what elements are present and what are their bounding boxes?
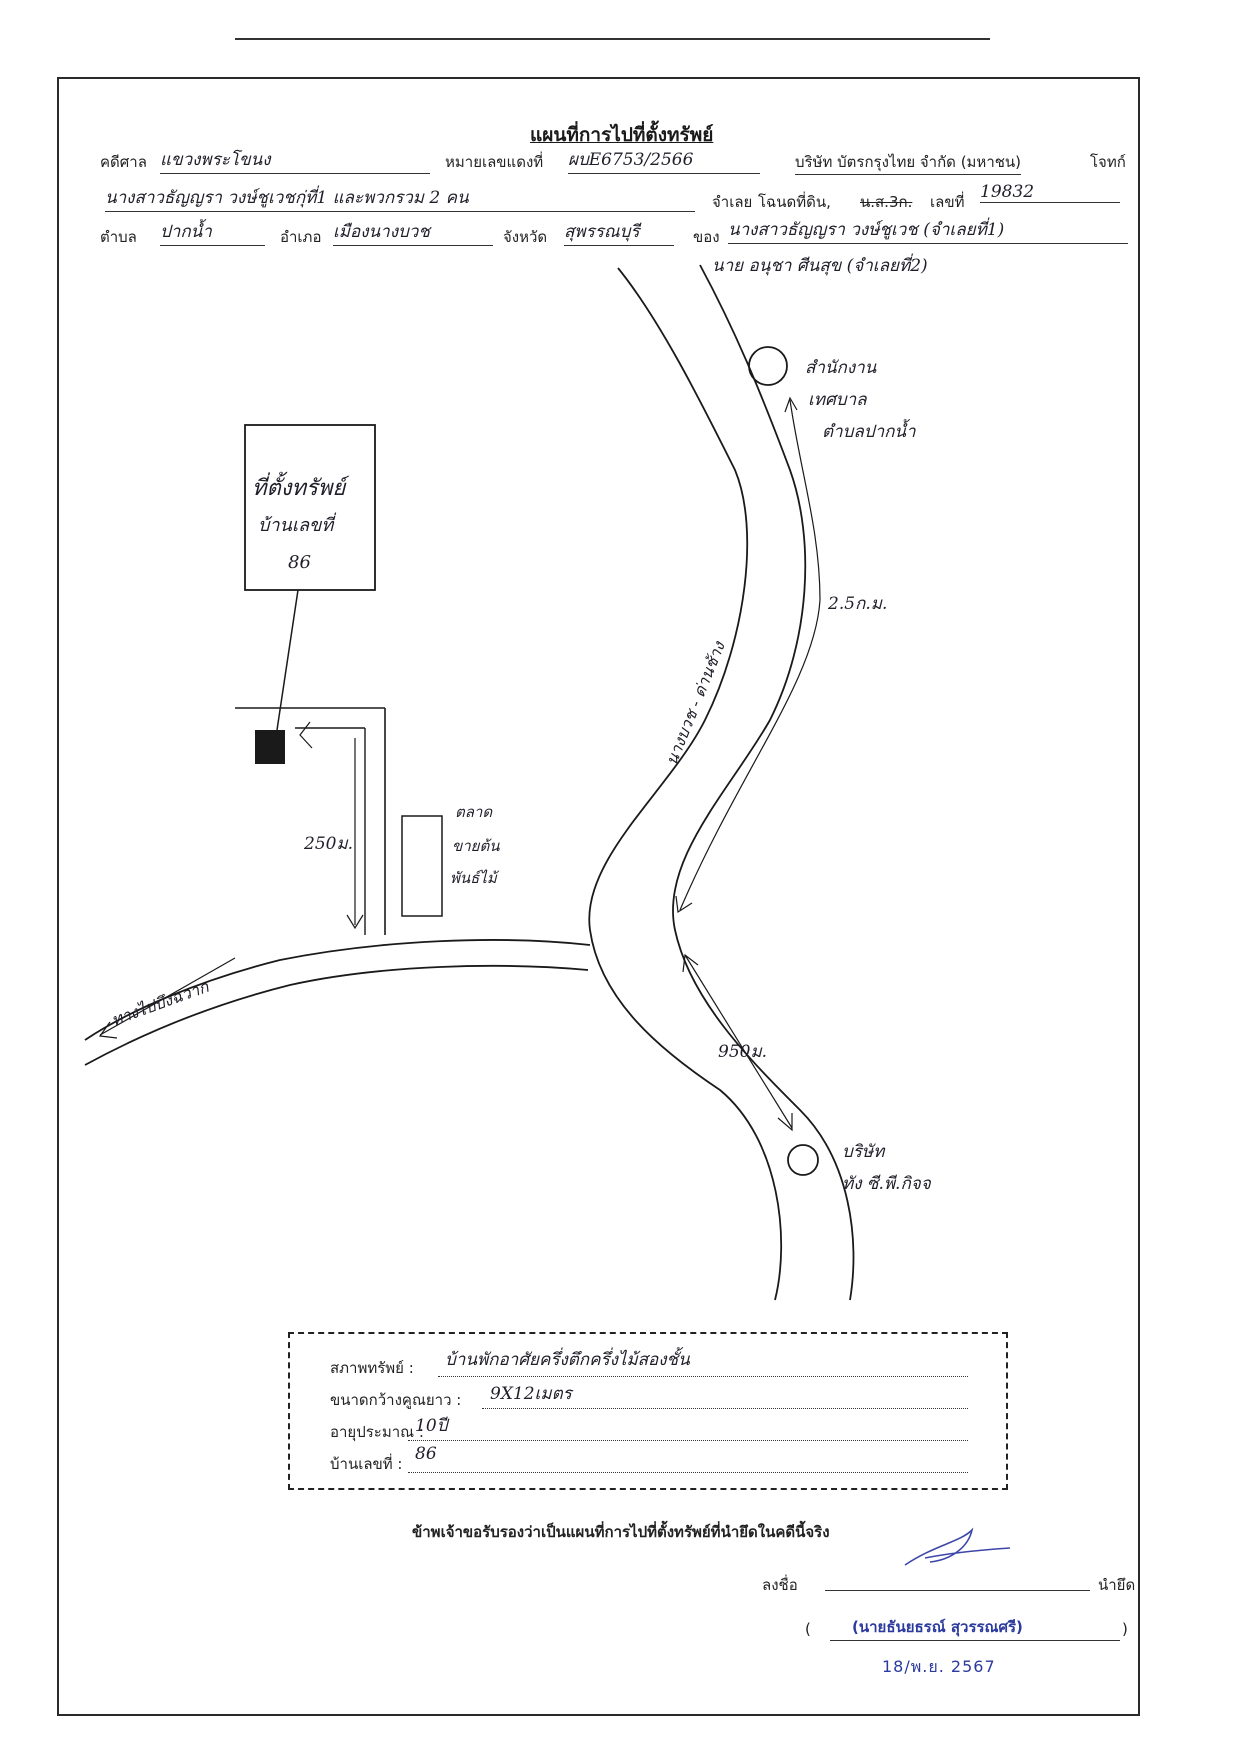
distance-label-3: 950ม. — [718, 1042, 768, 1062]
distance-label-1: 2.5ก.ม. — [828, 594, 888, 614]
plaintiff-label: โจทก์ — [1090, 153, 1126, 171]
deed-no-value: 19832 — [980, 182, 1120, 203]
age-label: อายุประมาณ : — [330, 1423, 424, 1441]
distance-label-2: 250ม. — [304, 834, 354, 854]
condition-label: สภาพทรัพย์ : — [330, 1359, 414, 1377]
size-value: 9X12เมตร — [490, 1384, 572, 1404]
plaintiff-company: บริษัท บัตรกรุงไทย จำกัด (มหาชน) — [795, 150, 1022, 175]
landmark-bottom-line-1: บริษัท — [842, 1142, 885, 1162]
landmark-top-line-3: ตำบลปากน้ำ — [822, 422, 916, 442]
market-line-2: ขายต้น — [452, 837, 500, 855]
certification-statement: ข้าพเจ้าขอรับรองว่าเป็นแผนที่การไปที่ตั้… — [412, 1523, 830, 1541]
condition-value: บ้านพักอาศัยครึ่งตึกครึ่งไม้สองชั้น — [445, 1350, 690, 1370]
size-dotline — [482, 1408, 968, 1409]
age-value: 10ปี — [415, 1416, 448, 1436]
province-value: สุพรรณบุรี — [564, 218, 674, 246]
open-paren: ( — [805, 1620, 811, 1638]
district-label: อำเภอ — [280, 228, 322, 246]
case-no-value: ผบE6753/2566 — [568, 146, 760, 174]
house-no-dotline — [408, 1472, 968, 1473]
role-label: นำยึด — [1098, 1576, 1136, 1594]
landmark-top-line-2: เทศบาล — [808, 390, 867, 410]
house-no-value: 86 — [415, 1444, 437, 1464]
signer-name: (นายธันยธรณ์ สุวรรณศรี) — [852, 1618, 1023, 1636]
case-no-label: หมายเลขแดงที่ — [445, 153, 544, 171]
market-line-1: ตลาด — [455, 803, 493, 821]
sign-label: ลงชื่อ — [762, 1576, 798, 1594]
deed-label: โฉนดที่ดิน, — [758, 193, 831, 211]
landmark-top-line-1: สำนักงาน — [805, 358, 877, 378]
close-paren: ) — [1122, 1620, 1128, 1638]
size-label: ขนาดกว้างคูณยาว : — [330, 1391, 462, 1409]
signature-line — [825, 1590, 1090, 1591]
property-box-line-1: ที่ตั้งทรัพย์ — [252, 476, 346, 501]
subdistrict-value: ปากน้ำ — [160, 218, 265, 246]
deed-no-label: เลขที่ — [930, 193, 965, 211]
owner-value-2: นาย อนุชา ศีนสุข (จำเลยที่2) — [712, 256, 928, 276]
name-line — [830, 1640, 1120, 1641]
age-dotline — [408, 1440, 968, 1441]
deed-struck: น.ส.3ก. — [860, 193, 913, 211]
top-rule — [235, 38, 990, 40]
subdistrict-label: ตำบล — [100, 228, 137, 246]
document-frame — [57, 77, 1140, 1716]
property-box-line-2: บ้านเลขที่ — [258, 515, 334, 536]
owner-label: ของ — [693, 228, 720, 246]
owner-value-1: นางสาวธัญญรา วงษ์ชูเวช (จำเลยที่1) — [728, 216, 1128, 244]
landmark-bottom-line-2: ทัง ซี.พี.กิจจ — [842, 1174, 931, 1194]
condition-dotline — [438, 1376, 968, 1377]
district-value: เมืองนางบวช — [333, 218, 493, 246]
market-line-3: พันธ์ไม้ — [450, 869, 497, 887]
property-info-box: สภาพทรัพย์ : บ้านพักอาศัยครึ่งตึกครึ่งไม… — [288, 1332, 1008, 1490]
defendant-value: นางสาวธัญญรา วงษ์ชูเวชกุ่ที่1 และพวกรวม … — [105, 184, 695, 212]
court-value: แขวงพระโขนง — [160, 146, 430, 174]
page-title: แผนที่การไปที่ตั้งทรัพย์ — [530, 124, 714, 146]
court-label: คดีศาล — [100, 153, 147, 171]
property-box-line-3: 86 — [288, 552, 311, 573]
province-label: จังหวัด — [503, 228, 548, 246]
date-stamp: 18/พ.ย. 2567 — [882, 1657, 996, 1676]
defendant-label: จำเลย — [712, 193, 753, 211]
house-no-label: บ้านเลขที่ : — [330, 1455, 403, 1473]
